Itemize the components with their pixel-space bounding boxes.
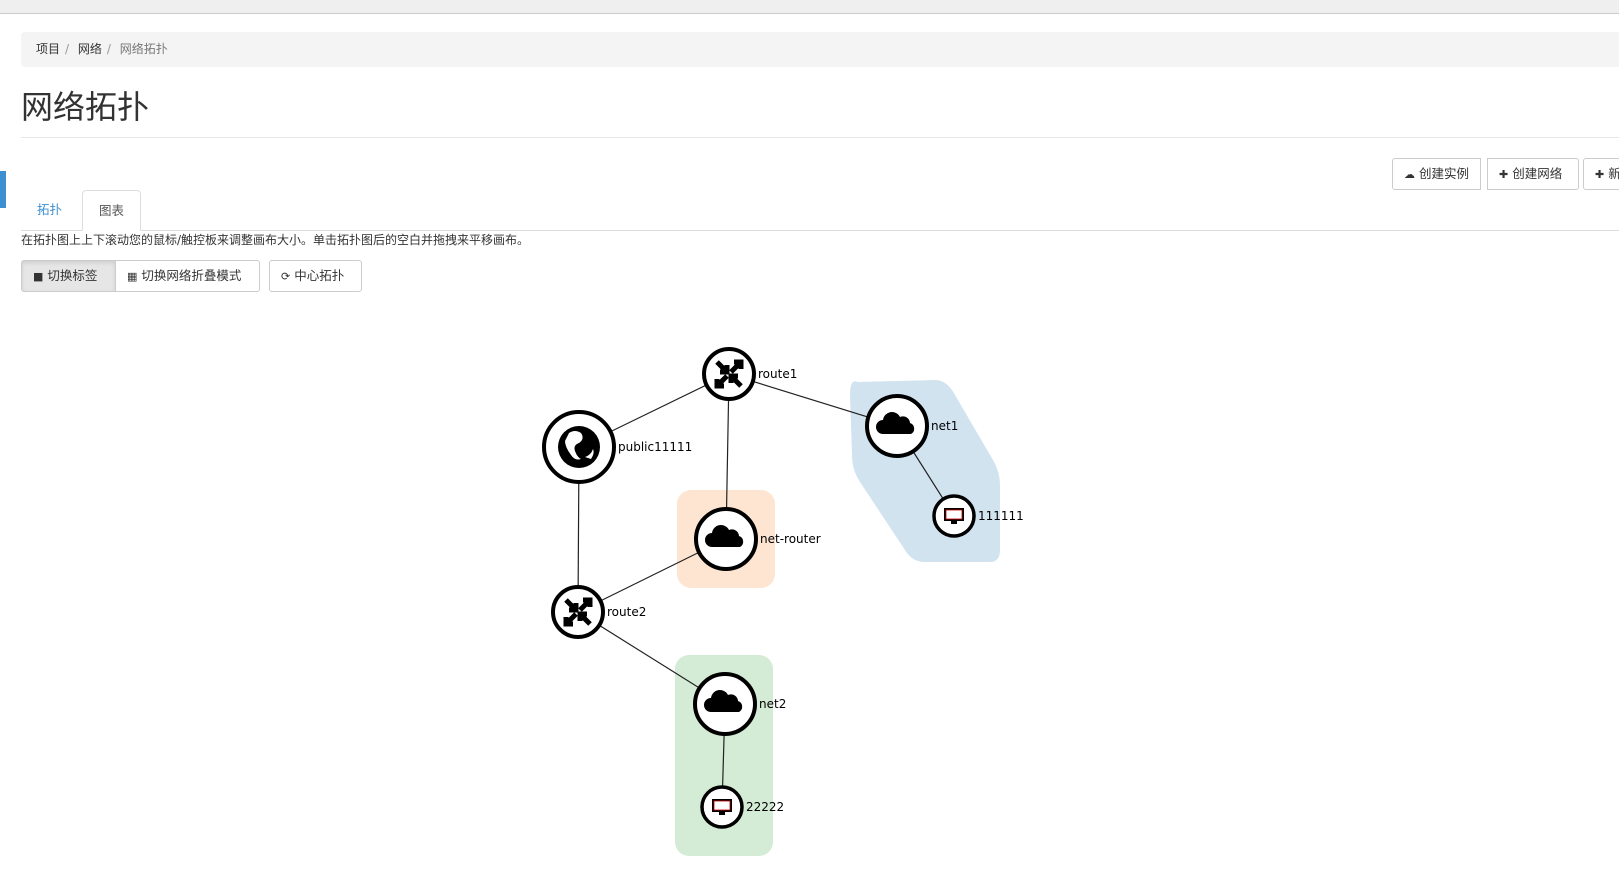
router-icon: [717, 362, 741, 386]
page-title: 网络拓扑: [21, 88, 150, 126]
create-network-label: 创建网络: [1512, 166, 1563, 181]
th-icon: ▦: [127, 270, 138, 283]
topology-node-router[interactable]: route1: [702, 347, 797, 401]
topology-node-instance[interactable]: 22222: [700, 785, 784, 829]
tab-bar: 拓扑 图表: [21, 190, 1619, 231]
create-network-button[interactable]: ✚创建网络: [1487, 158, 1579, 190]
breadcrumb-current: 网络拓扑: [119, 42, 168, 56]
toggle-collapse-button[interactable]: ▦切换网络折叠模式: [115, 260, 260, 292]
node-label: 22222: [746, 800, 784, 814]
node-label: net1: [931, 419, 958, 433]
toggle-labels-label: 切换标签: [47, 268, 98, 283]
create-more-button[interactable]: ✚新: [1583, 158, 1619, 190]
center-topology-button[interactable]: ⟳中心拓扑: [269, 260, 362, 292]
node-label: net2: [759, 697, 786, 711]
tab-topology[interactable]: 拓扑: [37, 202, 63, 217]
divider: [21, 137, 1619, 138]
toggle-collapse-label: 切换网络折叠模式: [141, 268, 242, 283]
node-label: net-router: [760, 532, 821, 546]
breadcrumb: 项目/ 网络/ 网络拓扑: [21, 32, 1619, 67]
node-label: route2: [607, 605, 646, 619]
plus-icon: ✚: [1499, 168, 1509, 181]
topology-node-external-network[interactable]: public11111: [542, 410, 692, 484]
th-large-icon: ■: [33, 270, 44, 283]
sidebar-active-indicator: [0, 171, 6, 208]
browser-top-bar: [0, 0, 1619, 14]
breadcrumb-project[interactable]: 项目: [36, 42, 61, 56]
node-label: route1: [758, 367, 797, 381]
center-topology-label: 中心拓扑: [294, 268, 345, 283]
create-instance-label: 创建实例: [1419, 166, 1470, 181]
plus-icon: ✚: [1595, 168, 1605, 181]
topology-node-instance[interactable]: 111111: [932, 494, 1024, 538]
topology-node-router[interactable]: route2: [551, 585, 646, 639]
topology-node-network[interactable]: net-router: [694, 507, 821, 571]
breadcrumb-network[interactable]: 网络: [77, 42, 102, 56]
help-text: 在拓扑图上上下滚动您的鼠标/触控板来调整画布大小。单击拓扑图后的空白并拖拽来平移…: [21, 233, 530, 247]
tab-graph[interactable]: 图表: [82, 190, 142, 231]
router-icon: [566, 600, 590, 624]
refresh-icon: ⟳: [281, 270, 291, 283]
cloud-upload-icon: ☁: [1404, 168, 1415, 181]
create-more-label: 新: [1608, 166, 1619, 181]
create-instance-button[interactable]: ☁ 创建实例: [1392, 158, 1482, 190]
node-label: 111111: [978, 509, 1024, 523]
globe-icon: [558, 426, 600, 468]
topology-node-network[interactable]: net1: [865, 394, 958, 458]
topology-node-network[interactable]: net2: [693, 672, 786, 736]
node-label: public11111: [618, 440, 692, 454]
